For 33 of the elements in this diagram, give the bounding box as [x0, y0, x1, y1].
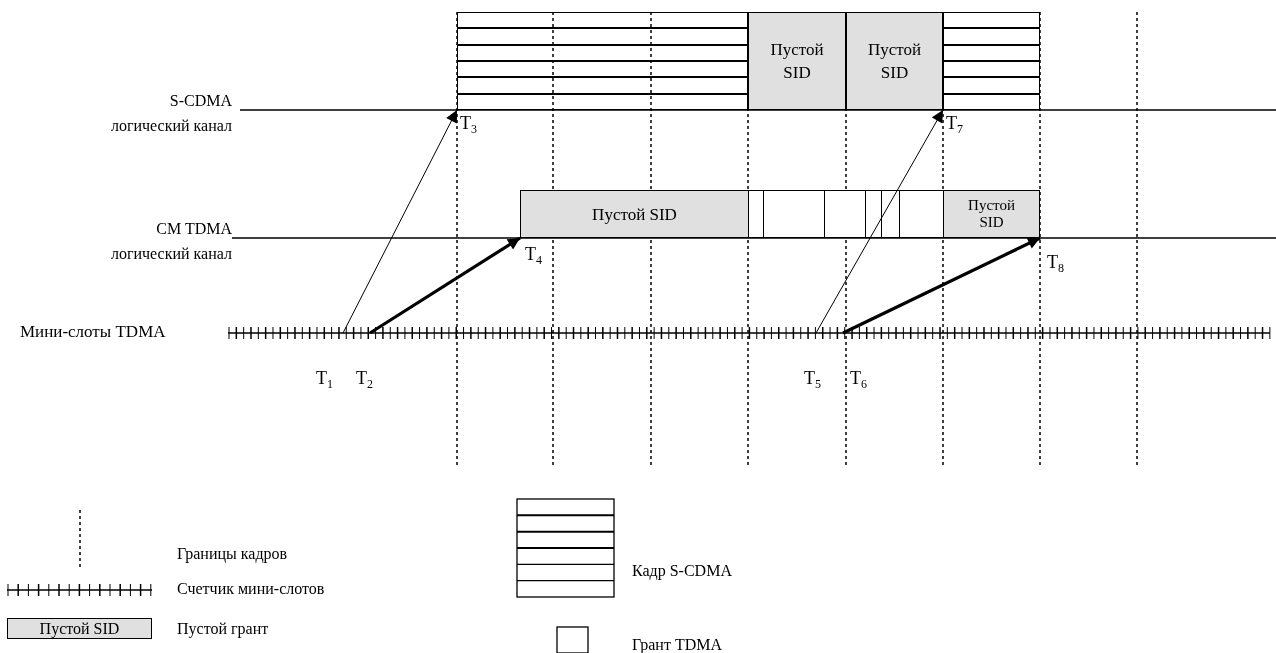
node-label: Пустой SID	[769, 39, 825, 84]
time-mark-label: T$_{3}$	[460, 113, 477, 137]
tdma-grant-box	[824, 190, 866, 238]
time-mark-label: T$_{6}$	[850, 368, 867, 392]
tdma-grant-box	[899, 190, 944, 238]
legend-label: Кадр S-CDMA	[632, 562, 732, 580]
time-mark-label: T$_{2}$	[356, 368, 373, 392]
arrow	[369, 236, 521, 335]
time-mark-label: T$_{4}$	[525, 244, 542, 268]
s-cdma-frame-block	[457, 12, 748, 110]
legend-label: Счетчик мини-слотов	[177, 580, 325, 598]
legend-label: Пустой грант	[177, 620, 269, 638]
legend-label: Границы кадров	[177, 545, 288, 563]
empty-grant-sample-box	[7, 618, 152, 639]
node-label: Пустой SID	[967, 197, 1016, 231]
legend-label: Грант TDMA	[632, 636, 722, 653]
node-label: Пустой SID	[866, 39, 923, 84]
channel-label: CM TDMA логический канал	[109, 219, 232, 264]
arrow	[815, 109, 944, 334]
node-label: Пустой SID	[39, 619, 120, 640]
axis-label: Мини-слоты TDMA	[20, 322, 166, 342]
tdma-grant-box	[748, 190, 764, 238]
time-mark-label: T$_{7}$	[946, 113, 963, 137]
arrow	[342, 109, 458, 334]
time-mark-label: T$_{1}$	[316, 368, 333, 392]
arrow	[842, 236, 1041, 335]
empty-grant-box	[846, 12, 943, 110]
time-mark-label: T$_{8}$	[1047, 252, 1064, 276]
tdma-grant-box	[763, 190, 825, 238]
node-label: Пустой SID	[592, 203, 677, 226]
channel-label: S-CDMA логический канал	[109, 91, 232, 136]
time-mark-label: T$_{5}$	[804, 368, 821, 392]
s-cdma-frame-block	[943, 12, 1040, 110]
